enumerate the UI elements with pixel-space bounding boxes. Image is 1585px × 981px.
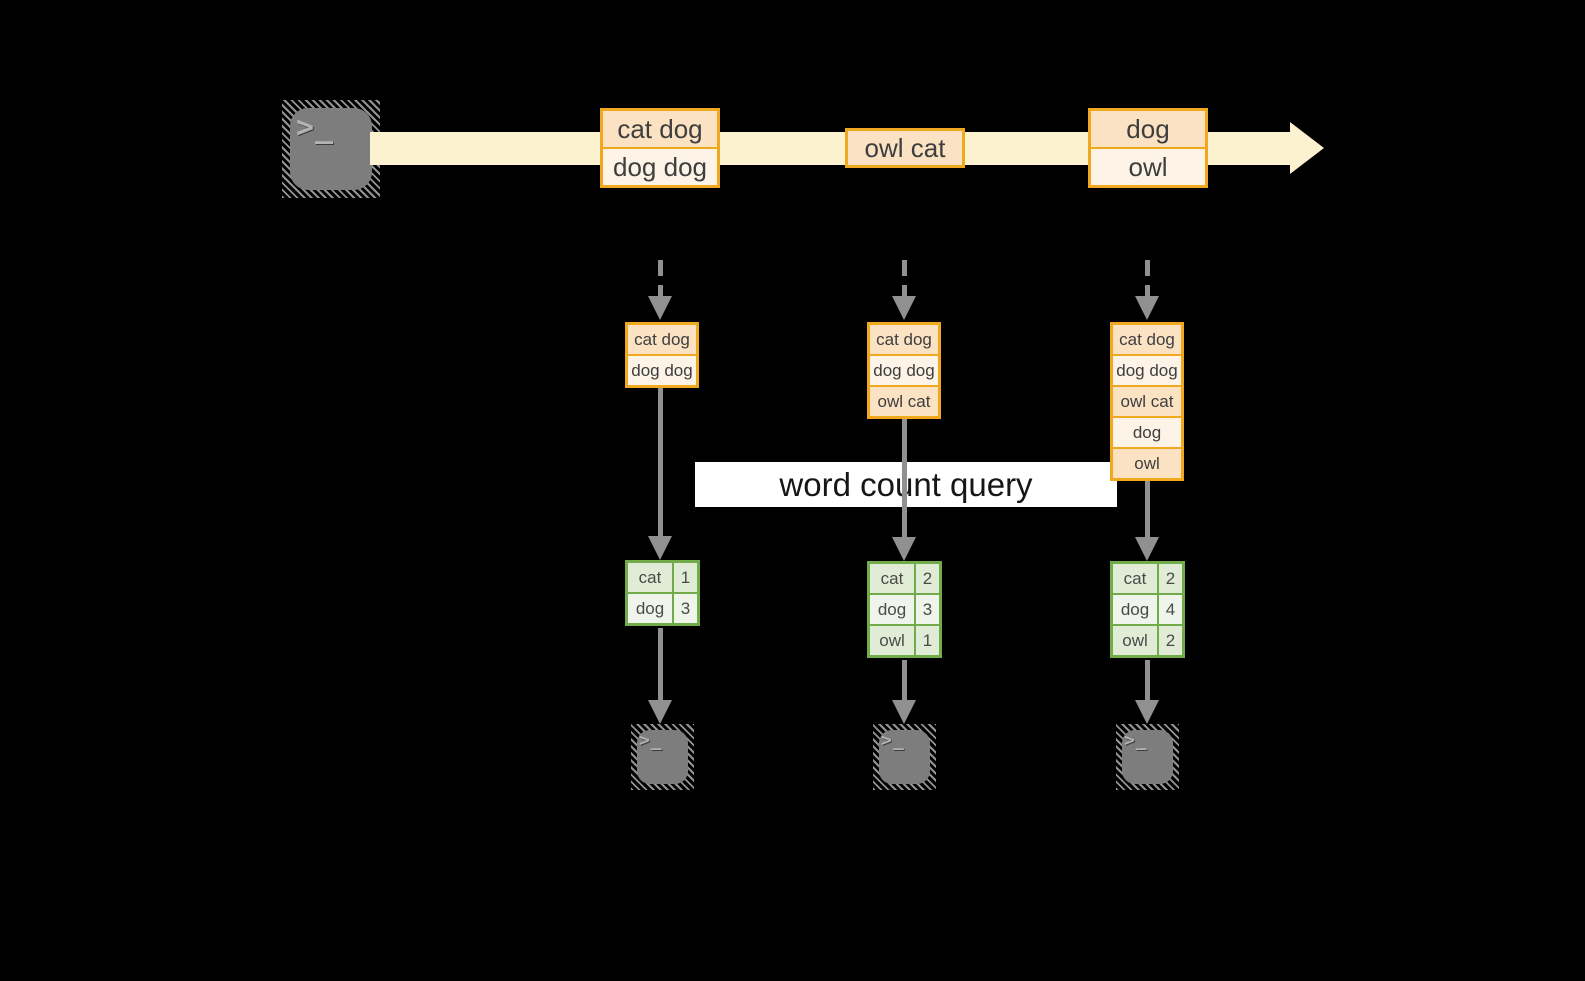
count-cell: 1 — [674, 563, 697, 592]
batch-cell: cat dog — [603, 111, 717, 147]
word-cell: owl — [870, 626, 914, 655]
stream-arrowhead-icon — [1290, 122, 1324, 174]
stream-batch-2: owl cat — [845, 128, 965, 168]
terminal-icon-output-3: >_ — [1116, 724, 1179, 790]
table-row: dog 3 — [628, 594, 697, 623]
batch-cell: owl cat — [848, 131, 962, 165]
table-row: dog 3 — [870, 595, 939, 624]
dashed-arrow-shaft — [1145, 260, 1150, 298]
buffer-stack-2: cat dog dog dog owl cat — [867, 322, 941, 419]
count-table-3: cat 2 dog 4 owl 2 — [1110, 561, 1185, 658]
count-cell: 2 — [1159, 564, 1182, 593]
dashed-arrow-shaft — [902, 260, 907, 298]
buffer-cell: dog — [1113, 418, 1181, 447]
terminal-prompt-icon: >_ — [881, 730, 905, 751]
count-table-1: cat 1 dog 3 — [625, 560, 700, 626]
table-row: cat 2 — [870, 564, 939, 593]
table-row: dog 4 — [1113, 595, 1182, 624]
query-arrow-shaft — [1145, 481, 1150, 538]
word-cell: cat — [1113, 564, 1157, 593]
query-arrow-head-icon — [648, 536, 672, 560]
output-arrow-head-icon — [892, 700, 916, 724]
count-cell: 4 — [1159, 595, 1182, 624]
buffer-cell: dog dog — [870, 356, 938, 385]
terminal-icon-body — [1122, 730, 1173, 784]
word-cell: dog — [1113, 595, 1157, 624]
output-arrow-head-icon — [648, 700, 672, 724]
output-arrow-shaft — [658, 628, 663, 702]
buffer-cell: cat dog — [870, 325, 938, 354]
word-cell: cat — [870, 564, 914, 593]
word-cell: owl — [1113, 626, 1157, 655]
terminal-icon-body — [290, 108, 372, 190]
stream-batch-3: dog owl — [1088, 108, 1208, 188]
terminal-icon-body — [879, 730, 930, 784]
buffer-stack-1: cat dog dog dog — [625, 322, 699, 388]
dashed-arrow-head-icon — [1135, 296, 1159, 320]
buffer-cell: owl cat — [870, 387, 938, 416]
batch-cell: owl — [1091, 149, 1205, 185]
output-arrow-shaft — [1145, 660, 1150, 702]
output-arrow-shaft — [902, 660, 907, 702]
query-arrow-head-icon — [1135, 537, 1159, 561]
batch-cell: dog dog — [603, 149, 717, 185]
terminal-prompt-icon: >_ — [296, 110, 335, 145]
count-cell: 2 — [1159, 626, 1182, 655]
count-cell: 3 — [916, 595, 939, 624]
terminal-prompt-icon: >_ — [1124, 730, 1148, 751]
query-arrow-shaft — [658, 388, 663, 538]
terminal-prompt-icon: >_ — [639, 730, 663, 751]
buffer-stack-3: cat dog dog dog owl cat dog owl — [1110, 322, 1184, 481]
table-row: cat 1 — [628, 563, 697, 592]
query-arrow-head-icon — [892, 537, 916, 561]
count-cell: 1 — [916, 626, 939, 655]
dashed-arrow-shaft — [658, 260, 663, 298]
buffer-cell: owl — [1113, 449, 1181, 478]
word-cell: dog — [870, 595, 914, 624]
table-row: owl 1 — [870, 626, 939, 655]
table-row: owl 2 — [1113, 626, 1182, 655]
terminal-icon-body — [637, 730, 688, 784]
terminal-icon-output-1: >_ — [631, 724, 694, 790]
query-arrow-shaft — [902, 419, 907, 538]
dashed-arrow-head-icon — [892, 296, 916, 320]
terminal-icon-output-2: >_ — [873, 724, 936, 790]
output-arrow-head-icon — [1135, 700, 1159, 724]
batch-cell: dog — [1091, 111, 1205, 147]
terminal-icon-source: >_ — [282, 100, 380, 198]
count-cell: 2 — [916, 564, 939, 593]
buffer-cell: owl cat — [1113, 387, 1181, 416]
dashed-arrow-head-icon — [648, 296, 672, 320]
word-cell: dog — [628, 594, 672, 623]
buffer-cell: dog dog — [628, 356, 696, 385]
stream-batch-1: cat dog dog dog — [600, 108, 720, 188]
buffer-cell: dog dog — [1113, 356, 1181, 385]
word-cell: cat — [628, 563, 672, 592]
buffer-cell: cat dog — [628, 325, 696, 354]
buffer-cell: cat dog — [1113, 325, 1181, 354]
table-row: cat 2 — [1113, 564, 1182, 593]
count-table-2: cat 2 dog 3 owl 1 — [867, 561, 942, 658]
count-cell: 3 — [674, 594, 697, 623]
